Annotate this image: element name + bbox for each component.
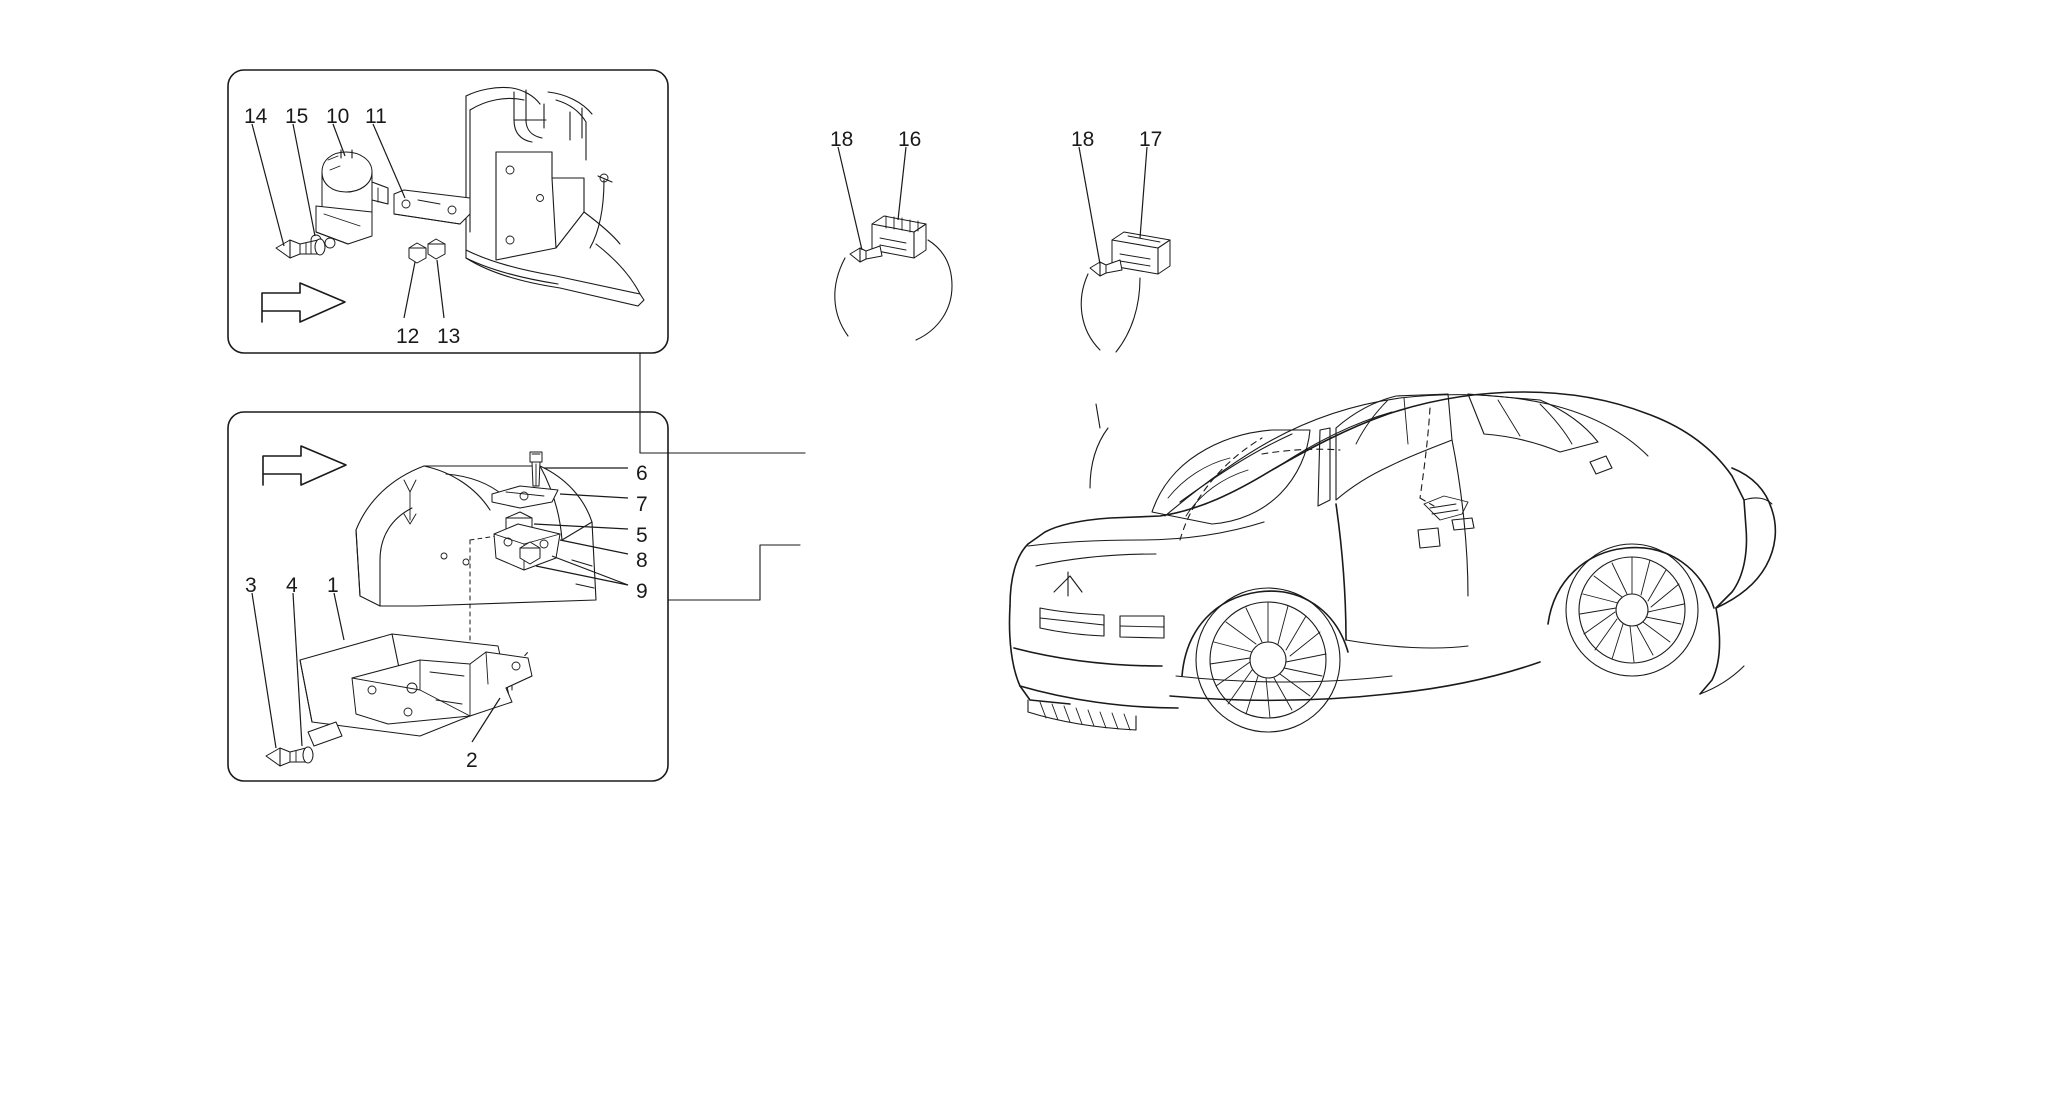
direction-arrow-lower (262, 445, 347, 486)
callout-16: 16 (898, 128, 922, 151)
callout-3: 3 (245, 574, 257, 597)
direction-arrow-upper (261, 282, 346, 323)
leader-lines-vehicle (837, 146, 1148, 265)
vehicle-illustration (1008, 391, 1777, 733)
callout-12: 12 (396, 325, 420, 348)
part-10-actuator (310, 149, 389, 249)
part-3-4-bolt (265, 746, 314, 767)
callout-18-right: 18 (1071, 128, 1095, 151)
part-14-15-bolt (275, 238, 326, 259)
callout-2: 2 (466, 749, 478, 772)
module-callout-dashed (1089, 403, 1109, 489)
part-7-plate (491, 485, 559, 509)
lower-panel-contents (251, 445, 629, 767)
upper-panel-frame (227, 69, 669, 354)
upper-panel-contents (251, 86, 645, 323)
callout-7: 7 (636, 493, 648, 516)
lower-panel-frame (227, 411, 669, 782)
part-1-2-panel-assembly (299, 633, 533, 747)
part-16-control-module (834, 215, 953, 341)
part-5-8-9-sensor-assembly (493, 511, 561, 571)
callout-13: 13 (437, 325, 461, 348)
callout-1: 1 (327, 574, 339, 597)
part-18-bolt-left (849, 245, 883, 263)
callout-10: 10 (326, 105, 350, 128)
callout-9: 9 (636, 580, 648, 603)
callout-17: 17 (1139, 128, 1163, 151)
module-location-dashed (1179, 407, 1435, 541)
callout-14: 14 (244, 105, 268, 128)
part-18-bolt-right (1089, 259, 1123, 277)
callout-18-left: 18 (830, 128, 854, 151)
chassis-sketch-upper (465, 86, 645, 307)
callout-5: 5 (636, 524, 648, 547)
cabin-module-sketch (1423, 495, 1469, 521)
part-17-sensor-module (1080, 231, 1171, 353)
callout-15: 15 (285, 105, 309, 128)
callout-8: 8 (636, 549, 648, 572)
panel-connector-lines (609, 352, 806, 601)
part-11-bracket (393, 189, 471, 225)
callout-4: 4 (286, 574, 298, 597)
part-12-13-nuts (408, 238, 446, 264)
part-6-bolt (529, 451, 543, 487)
leader-lines-lower-left (251, 592, 501, 749)
callout-6: 6 (636, 462, 648, 485)
callout-11: 11 (365, 105, 387, 128)
leader-lines-upper (251, 123, 445, 319)
leader-lines-lower-right (533, 467, 629, 586)
